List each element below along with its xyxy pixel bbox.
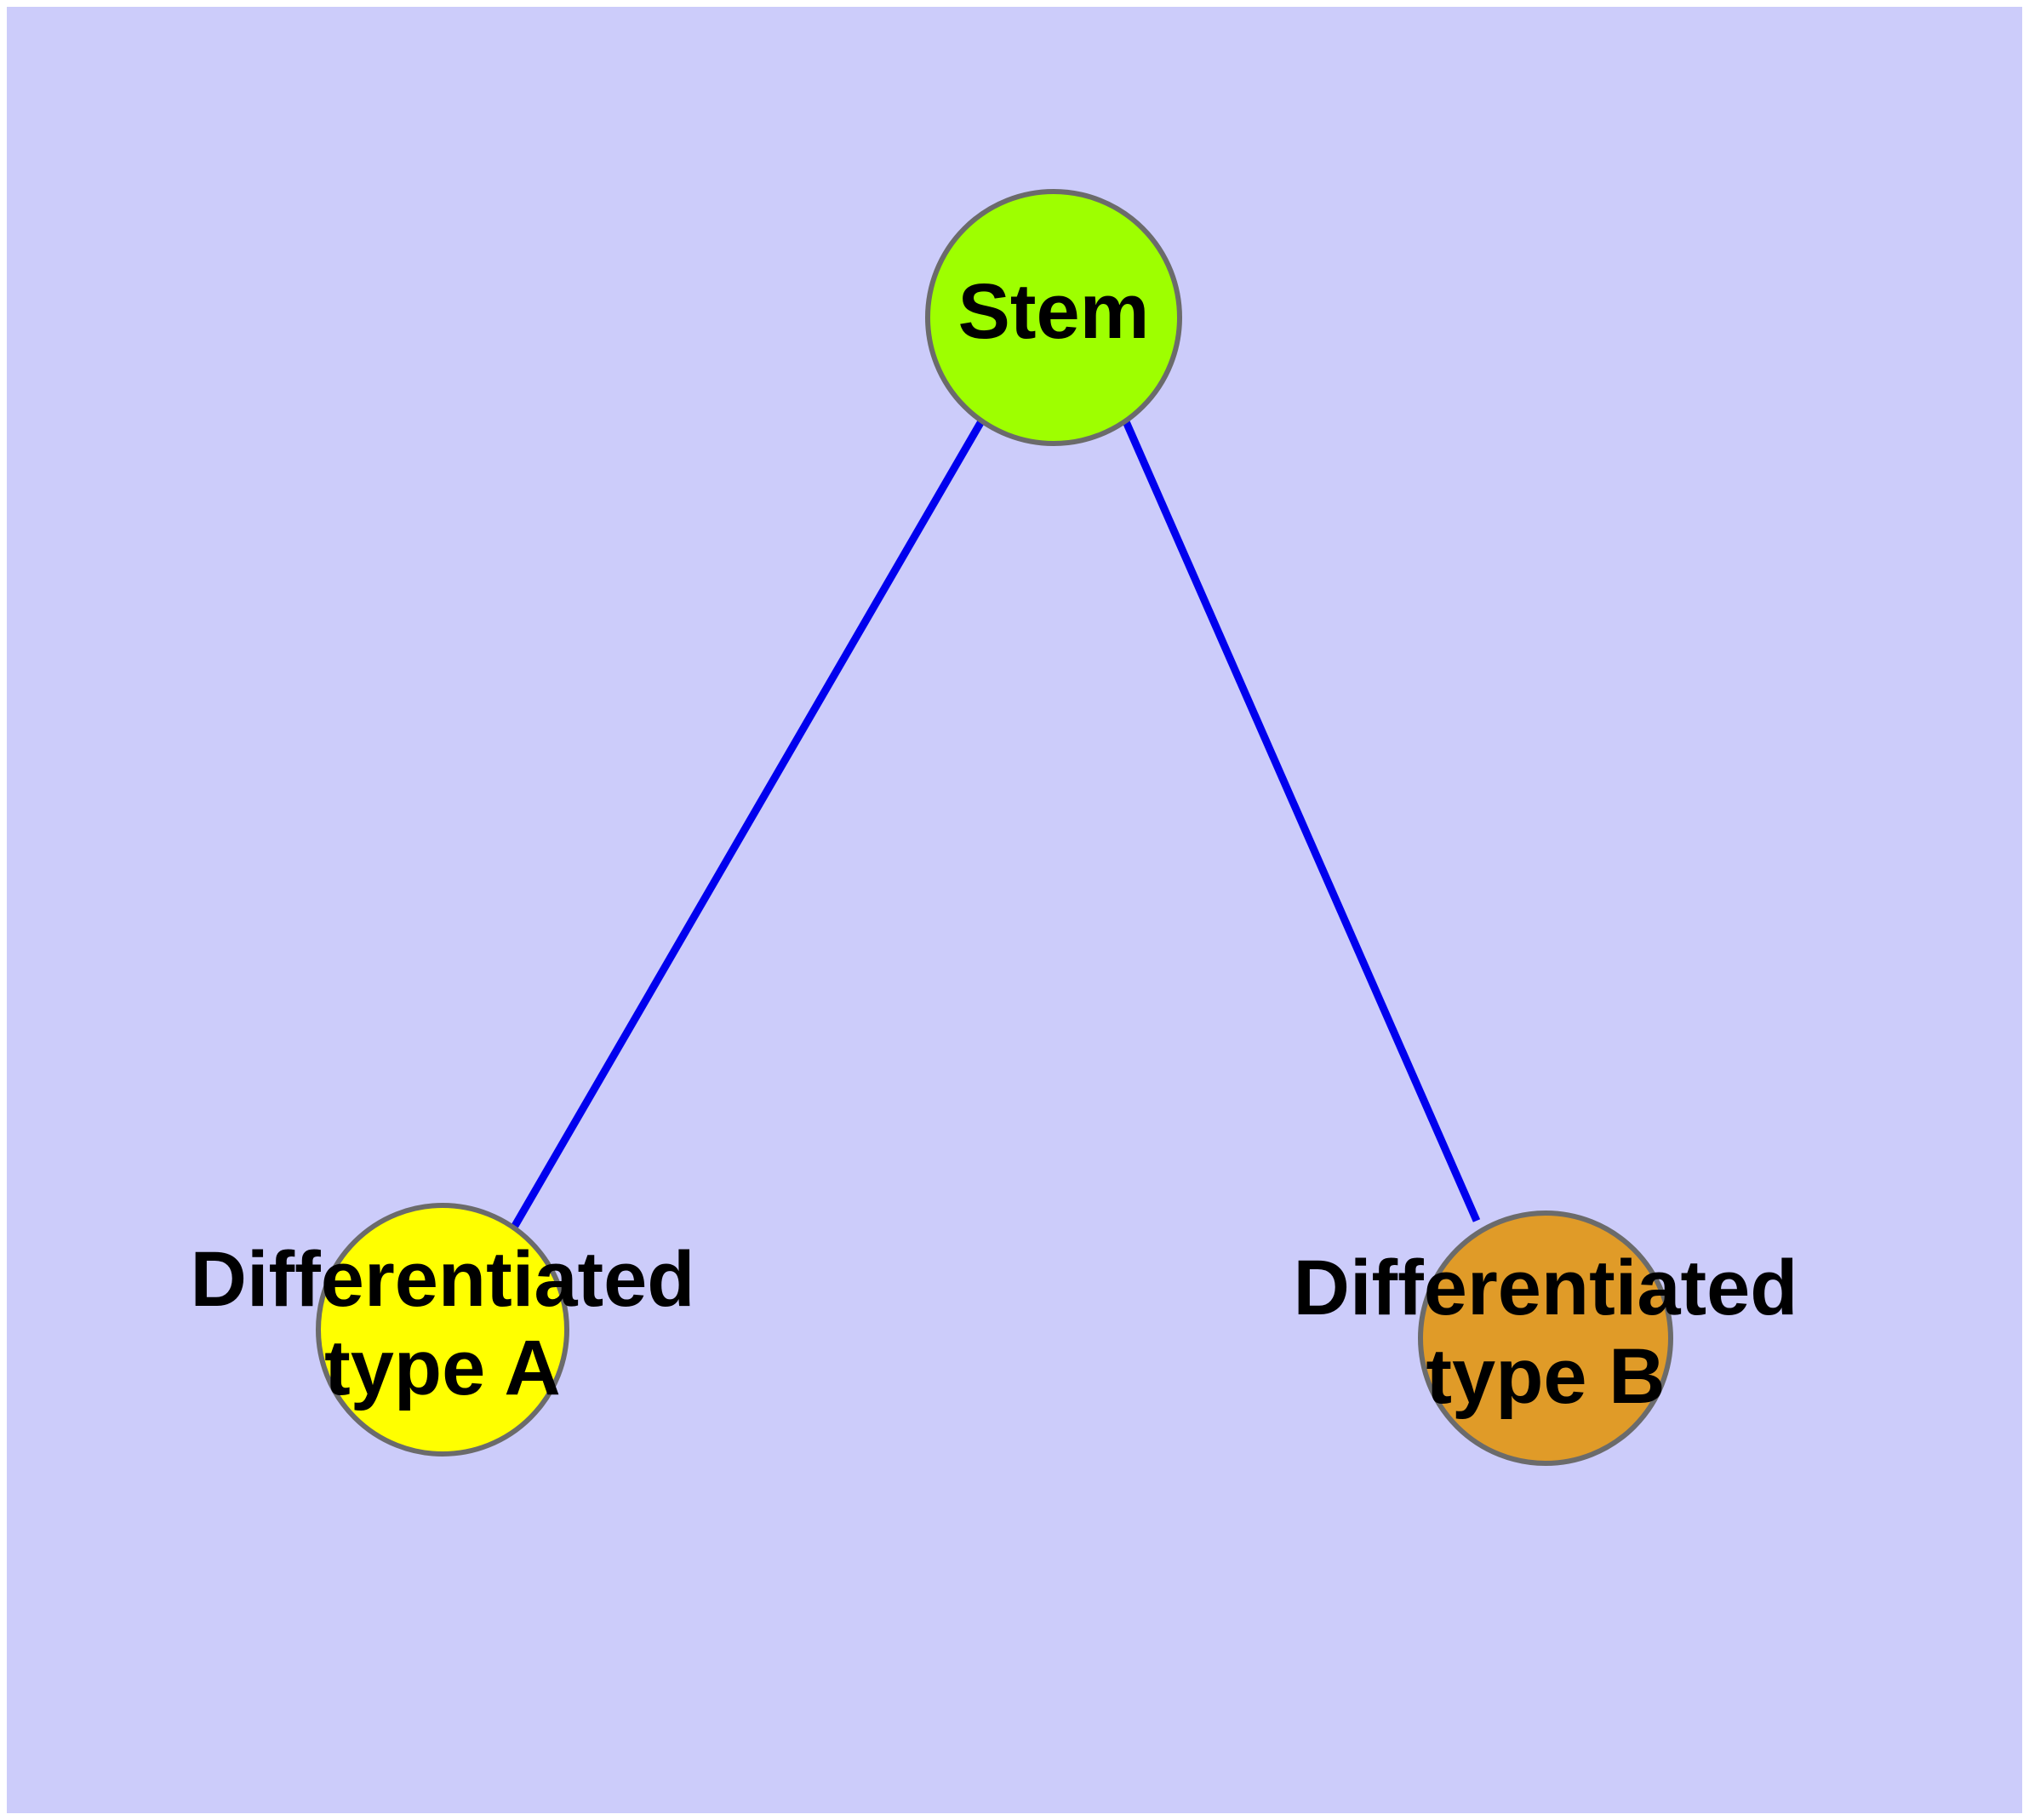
edges-layer [512, 418, 1481, 1228]
edge-stem-to-diff-b [1121, 418, 1481, 1222]
node-differentiated-type-a-circle[interactable] [316, 1203, 569, 1457]
node-stem-label: Stem [958, 268, 1150, 355]
node-stem[interactable]: Stem [925, 189, 1182, 446]
node-differentiated-type-b-circle[interactable] [1418, 1210, 1673, 1466]
edge-stem-to-diff-a [512, 419, 985, 1228]
node-stem-circle[interactable] [925, 189, 1182, 446]
